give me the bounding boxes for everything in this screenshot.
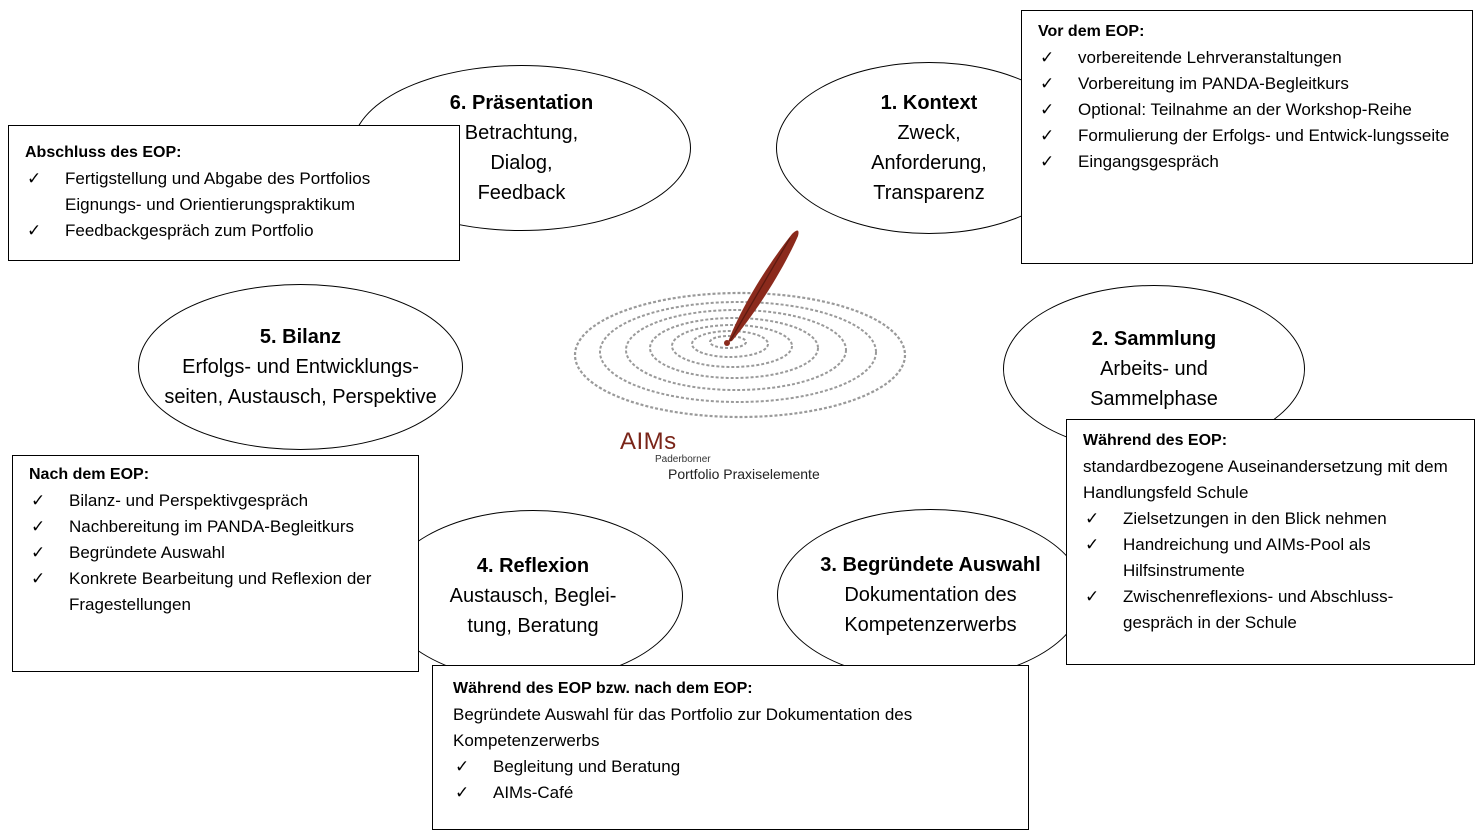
- phase-title: 3. Begründete Auswahl: [820, 554, 1041, 576]
- list-item-text: Eingangsgespräch: [1078, 152, 1219, 171]
- phase-4-reflexion: 4. Reflexion Austausch, Beglei- tung, Be…: [383, 510, 683, 682]
- phase-title: 5. Bilanz: [259, 326, 342, 348]
- phase-title: 2. Sammlung: [1091, 328, 1217, 350]
- check-icon: ✓: [1040, 100, 1055, 119]
- list-item-text: Formulierung der Erfolgs- und Entwick-lu…: [1078, 126, 1450, 145]
- list-item: ✓ Fertigstellung und Abgabe des Portfolio…: [25, 166, 447, 218]
- phase-title: 1. Kontext: [880, 92, 978, 114]
- box-title: Abschluss des EOP:: [25, 144, 182, 161]
- check-icon: ✓: [31, 569, 46, 588]
- checklist: ✓ Bilanz- und Perspektivgespräch ✓ Nachber…: [29, 488, 406, 618]
- phase-line: Dokumentation des: [844, 584, 1017, 606]
- check-icon: ✓: [1040, 152, 1055, 171]
- spiral-quill-graphic: [573, 230, 907, 419]
- phase-line: Dialog,: [490, 152, 553, 174]
- list-item: ✓ Konkrete Bearbeitung und Reflexion der …: [29, 566, 406, 618]
- checklist: ✓ Fertigstellung und Abgabe des Portfolio…: [25, 166, 447, 244]
- list-item-text: Begründete Auswahl: [69, 543, 225, 562]
- phase-line: Erfolgs- und Entwicklungs-: [182, 356, 419, 378]
- box-description: standardbezogene Auseinandersetzung mit …: [1083, 457, 1448, 502]
- logo-line1: Paderborner: [655, 454, 711, 465]
- check-icon: ✓: [27, 169, 42, 188]
- phase-line: seiten, Austausch, Perspektive: [164, 386, 437, 408]
- phase-5-bilanz: 5. Bilanz Erfolgs- und Entwicklungs- sei…: [138, 284, 463, 450]
- phase-3-begruendete-auswahl: 3. Begründete Auswahl Dokumentation des …: [777, 509, 1084, 681]
- box-abschluss: Abschluss des EOP: ✓ Fertigstellung und A…: [8, 125, 460, 261]
- check-icon: ✓: [1085, 535, 1100, 554]
- list-item-text: Feedbackgespräch zum Portfolio: [65, 221, 314, 240]
- box-nach-dem-eop: Nach dem EOP: ✓ Bilanz- und Perspektivges…: [12, 455, 419, 672]
- list-item-text: Zwischenreflexions- und Abschluss-gesprä…: [1123, 587, 1394, 632]
- phase-title: 6. Präsentation: [449, 92, 594, 114]
- check-icon: ✓: [31, 543, 46, 562]
- list-item-text: Optional: Teilnahme an der Workshop-Reih…: [1078, 100, 1412, 119]
- phase-title: 4. Reflexion: [476, 555, 590, 577]
- list-item: ✓ Vorbereitung im PANDA-Begleitkurs: [1038, 71, 1460, 97]
- phase-line: Transparenz: [873, 182, 985, 204]
- phase-line: tung, Beratung: [467, 615, 599, 637]
- list-item: ✓ Zielsetzungen in den Blick nehmen: [1083, 506, 1462, 532]
- check-icon: ✓: [27, 221, 42, 240]
- aims-logo: AIMs Paderborner Portfolio Praxiselement…: [560, 220, 920, 490]
- check-icon: ✓: [455, 757, 470, 776]
- checklist: ✓ vorbereitende Lehrveranstaltungen ✓ Vorb…: [1038, 45, 1460, 175]
- list-item-text: Begleitung und Beratung: [493, 757, 681, 776]
- box-waehrend-bzw-nach-eop: Während des EOP bzw. nach dem EOP: Begrü…: [432, 665, 1029, 830]
- phase-line: Anforderung,: [871, 152, 987, 174]
- checklist: ✓ Begleitung und Beratung ✓ AIMs-Café: [453, 754, 1016, 806]
- logo-wordmark: AIMs: [620, 428, 677, 455]
- list-item-text: Nachbereitung im PANDA-Begleitkurs: [69, 517, 355, 536]
- list-item: ✓ AIMs-Café: [453, 780, 1016, 806]
- list-item-text: Handreichung und AIMs-Pool als Hilfsinst…: [1123, 535, 1371, 580]
- box-vor-dem-eop: Vor dem EOP: ✓ vorbereitende Lehrveransta…: [1021, 10, 1473, 264]
- box-title: Während des EOP:: [1083, 432, 1228, 449]
- check-icon: ✓: [1085, 509, 1100, 528]
- box-title: Nach dem EOP:: [29, 466, 150, 483]
- list-item-text: Konkrete Bearbeitung und Reflexion der F…: [69, 569, 372, 614]
- phase-line: Arbeits- und: [1100, 358, 1208, 380]
- logo-line2: Portfolio Praxiselemente: [668, 466, 820, 482]
- list-item-text: Fertigstellung und Abgabe des Portfolios…: [65, 169, 371, 214]
- check-icon: ✓: [1040, 126, 1055, 145]
- box-description: Begründete Auswahl für das Portfolio zur…: [453, 705, 913, 750]
- list-item: ✓ Zwischenreflexions- und Abschluss-gespr…: [1083, 584, 1462, 636]
- list-item: ✓ Nachbereitung im PANDA-Begleitkurs: [29, 514, 406, 540]
- box-waehrend-des-eop: Während des EOP: standardbezogene Ausein…: [1066, 419, 1475, 665]
- phase-line: Kompetenzerwerbs: [844, 614, 1017, 636]
- list-item-text: Bilanz- und Perspektivgespräch: [69, 491, 309, 510]
- list-item: ✓ Handreichung und AIMs-Pool als Hilfsins…: [1083, 532, 1462, 584]
- phase-line: Feedback: [477, 182, 566, 204]
- phase-line: Austausch, Beglei-: [449, 585, 617, 607]
- list-item-text: AIMs-Café: [493, 783, 574, 802]
- list-item: ✓ Begleitung und Beratung: [453, 754, 1016, 780]
- list-item-text: Zielsetzungen in den Blick nehmen: [1123, 509, 1387, 528]
- check-icon: ✓: [455, 783, 470, 802]
- check-icon: ✓: [1085, 587, 1100, 606]
- check-icon: ✓: [1040, 48, 1055, 67]
- check-icon: ✓: [31, 517, 46, 536]
- phase-line: Sammelphase: [1090, 388, 1218, 410]
- check-icon: ✓: [31, 491, 46, 510]
- list-item-text: vorbereitende Lehrveranstaltungen: [1078, 48, 1342, 67]
- list-item: ✓ Begründete Auswahl: [29, 540, 406, 566]
- box-title: Während des EOP bzw. nach dem EOP:: [453, 680, 753, 697]
- list-item: ✓ Formulierung der Erfolgs- und Entwick-l…: [1038, 123, 1460, 149]
- checklist: ✓ Zielsetzungen in den Blick nehmen ✓ Hand…: [1083, 506, 1462, 636]
- list-item: ✓ Bilanz- und Perspektivgespräch: [29, 488, 406, 514]
- list-item: ✓ Feedbackgespräch zum Portfolio: [25, 218, 447, 244]
- phase-line: Zweck,: [897, 122, 961, 144]
- list-item: ✓ Eingangsgespräch: [1038, 149, 1460, 175]
- list-item: ✓ vorbereitende Lehrveranstaltungen: [1038, 45, 1460, 71]
- phase-line: Betrachtung,: [464, 122, 579, 144]
- box-title: Vor dem EOP:: [1038, 23, 1145, 40]
- check-icon: ✓: [1040, 74, 1055, 93]
- list-item-text: Vorbereitung im PANDA-Begleitkurs: [1078, 74, 1349, 93]
- list-item: ✓ Optional: Teilnahme an der Workshop-Rei…: [1038, 97, 1460, 123]
- quill-icon: [724, 230, 799, 346]
